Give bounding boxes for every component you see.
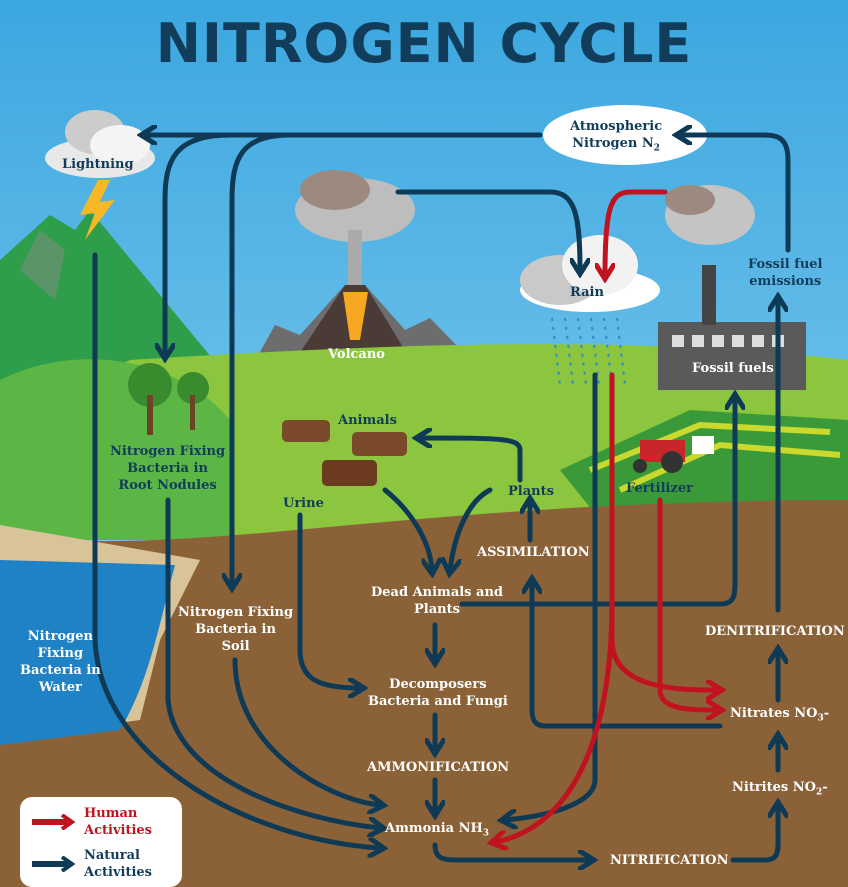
label-rain: Rain [570,285,604,300]
red-arrow-icon [32,814,76,830]
rain-drops [551,317,626,386]
label-urine: Urine [283,496,324,511]
soil [0,500,848,887]
label-ammonia: Ammonia NH3 [385,821,490,839]
page-title: NITROGEN CYCLE [155,12,693,75]
lightning-cloud [45,110,155,178]
label-fossil-fuels: Fossil fuels [692,361,774,376]
lightning-bolt [80,180,115,240]
water [0,560,175,745]
label-assimilation: ASSIMILATION [477,545,590,560]
trees [128,363,209,435]
label-ammonification: AMMONIFICATION [367,760,510,775]
lava [343,292,368,340]
label-plants: Plants [508,484,554,499]
human-arrows [495,189,718,842]
label-denitrification: DENITRIFICATION [705,624,845,639]
volcano-smoke [295,170,415,285]
factory [658,322,806,390]
label-nitrification: NITRIFICATION [610,853,729,868]
cows [282,420,407,486]
atmosphere-ellipse [543,105,707,165]
navy-arrow-icon [32,856,76,872]
label-nitrites: Nitrites NO2- [732,780,828,798]
label-nitrates: Nitrates NO3- [730,706,830,724]
label-fertilizer: Fertilizer [626,481,693,496]
label-animals: Animals [338,413,397,428]
label-volcano: Volcano [328,347,385,362]
natural-arrows [92,135,791,860]
factory-smoke [665,185,755,245]
label-lightning: Lightning [62,157,134,172]
tractor [633,436,714,473]
